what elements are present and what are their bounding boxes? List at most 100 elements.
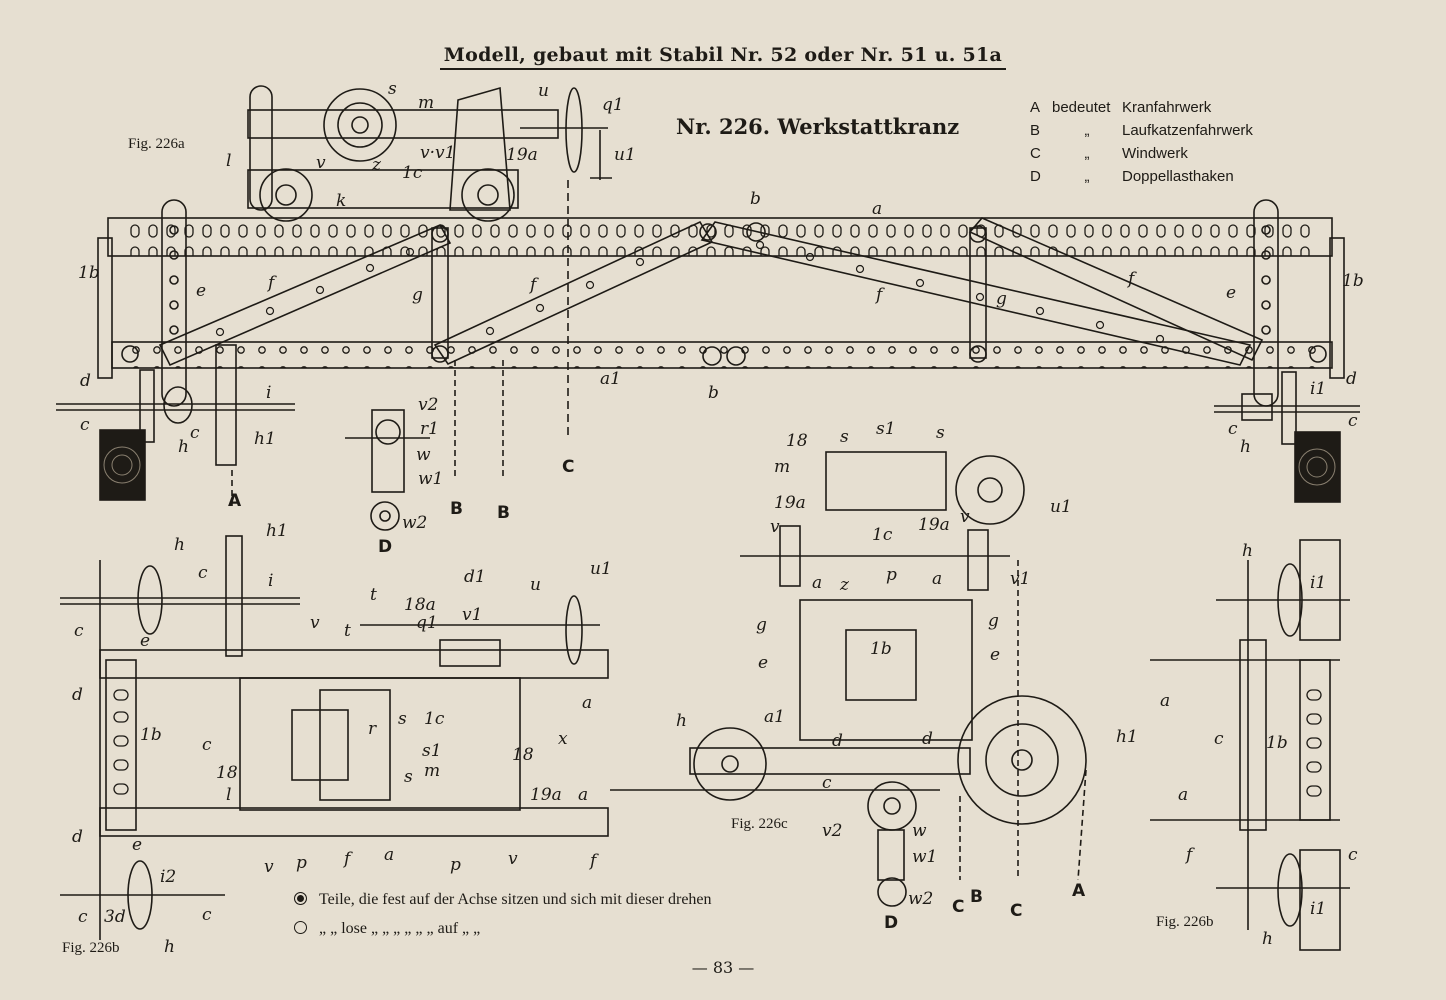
svg-text:f: f: [266, 273, 277, 293]
brace-f-1: [158, 223, 452, 367]
svg-text:d1: d1: [464, 567, 486, 587]
svg-text:19a: 19a: [918, 515, 950, 535]
svg-text:B: B: [970, 887, 983, 907]
svg-text:g: g: [988, 611, 999, 631]
svg-text:1b: 1b: [870, 639, 892, 659]
left-end-frame: [97, 237, 113, 379]
svg-text:a: a: [932, 569, 942, 589]
svg-text:f: f: [342, 849, 353, 869]
svg-text:c: c: [74, 621, 84, 641]
svg-text:i1: i1: [1310, 573, 1326, 593]
svg-text:w2: w2: [908, 889, 933, 909]
figure-label-226c: Fig. 226c: [731, 816, 788, 832]
wheel-h-right: [1281, 371, 1297, 445]
svg-text:v: v: [310, 613, 320, 633]
svg-text:v: v: [264, 857, 274, 877]
end-frame-side-view: [1150, 539, 1350, 951]
svg-text:a1: a1: [600, 369, 621, 389]
svg-text:h: h: [1240, 437, 1251, 457]
svg-text:b: b: [708, 383, 719, 403]
svg-text:w1: w1: [912, 847, 937, 867]
note-fixed-parts: Teile, die fest auf der Achse sitzen und…: [294, 891, 712, 909]
svg-text:h: h: [1262, 929, 1273, 949]
svg-text:h: h: [178, 437, 189, 457]
svg-text:d: d: [1346, 369, 1357, 389]
svg-text:x: x: [558, 729, 568, 749]
svg-text:q1: q1: [602, 95, 624, 115]
svg-text:a: a: [1178, 785, 1188, 805]
svg-text:1b: 1b: [1342, 271, 1364, 291]
svg-text:c: c: [822, 773, 832, 793]
svg-text:z: z: [839, 575, 850, 595]
svg-text:v1: v1: [1010, 569, 1030, 589]
page-number: — 83 —: [691, 958, 755, 977]
svg-text:l: l: [226, 151, 231, 171]
svg-text:a: a: [384, 845, 394, 865]
svg-text:s: s: [398, 709, 407, 729]
svg-text:s: s: [936, 423, 945, 443]
svg-text:v1: v1: [462, 605, 482, 625]
svg-text:18: 18: [512, 745, 534, 765]
page-header: Modell, gebaut mit Stabil Nr. 52 oder Nr…: [0, 44, 1446, 70]
svg-text:c: c: [78, 907, 88, 927]
trolley-top-view: [247, 85, 612, 222]
svg-text:B: B: [450, 499, 463, 519]
svg-text:e: e: [758, 653, 768, 673]
loose-part-icon: [294, 921, 307, 934]
svg-text:p: p: [450, 855, 461, 875]
svg-text:t: t: [344, 621, 351, 641]
figure-label-226b-left: Fig. 226b: [62, 940, 120, 956]
figure-label-226b-right: Fig. 226b: [1156, 914, 1214, 930]
svg-text:h: h: [676, 711, 687, 731]
main-labels: a b b a1 1b 1b e e f f f f g g d d c c c…: [78, 189, 1364, 533]
svg-text:h: h: [1242, 541, 1253, 561]
svg-text:19a: 19a: [774, 493, 806, 513]
legend-row-b: B„Laufkatzenfahrwerk: [1030, 122, 1253, 139]
svg-text:p: p: [296, 853, 307, 873]
svg-text:w: w: [912, 821, 927, 841]
svg-text:f: f: [528, 275, 539, 295]
left-end-post: [161, 199, 187, 407]
main-crane-elevation: [56, 180, 1360, 531]
svg-text:d: d: [72, 827, 83, 847]
svg-text:h: h: [164, 937, 175, 957]
svg-text:r: r: [368, 719, 377, 739]
brace-f-3: [700, 221, 1252, 366]
svg-text:C: C: [952, 897, 964, 917]
svg-text:g: g: [996, 289, 1007, 309]
svg-text:18: 18: [216, 763, 238, 783]
svg-text:d: d: [922, 729, 933, 749]
svg-text:h: h: [174, 535, 185, 555]
svg-text:z: z: [371, 155, 382, 175]
svg-text:h1: h1: [266, 521, 288, 541]
svg-text:d: d: [80, 371, 91, 391]
vertical-g-right: [969, 227, 987, 359]
fig-226b-left-labels: h h1 i u u1 d1 t t 18a q1 v1 v e c c d d…: [72, 521, 612, 957]
svg-text:s1: s1: [876, 419, 896, 439]
svg-text:g: g: [756, 615, 767, 635]
svg-text:f: f: [1184, 845, 1195, 865]
svg-text:c: c: [202, 905, 212, 925]
svg-text:f: f: [874, 285, 885, 305]
svg-text:u: u: [538, 81, 549, 101]
svg-text:b: b: [750, 189, 761, 209]
svg-text:1b: 1b: [140, 725, 162, 745]
svg-text:c: c: [1228, 419, 1238, 439]
svg-text:c: c: [202, 735, 212, 755]
svg-text:e: e: [990, 645, 1000, 665]
svg-text:s1: s1: [422, 741, 442, 761]
svg-text:a: a: [872, 199, 882, 219]
svg-text:m: m: [418, 93, 434, 113]
model-title: Nr. 226. Werkstattkranz: [676, 114, 960, 139]
svg-text:C: C: [562, 457, 574, 477]
svg-text:c: c: [1348, 845, 1358, 865]
svg-text:v: v: [316, 153, 326, 173]
svg-text:1c: 1c: [402, 163, 423, 183]
svg-text:C: C: [1010, 901, 1022, 921]
svg-text:q1: q1: [416, 613, 438, 633]
svg-text:h1: h1: [254, 429, 276, 449]
svg-text:3d: 3d: [104, 907, 126, 927]
note-loose-parts: „ „ lose „ „ „ „ „ „ auf „ „: [294, 920, 480, 938]
svg-text:c: c: [80, 415, 90, 435]
